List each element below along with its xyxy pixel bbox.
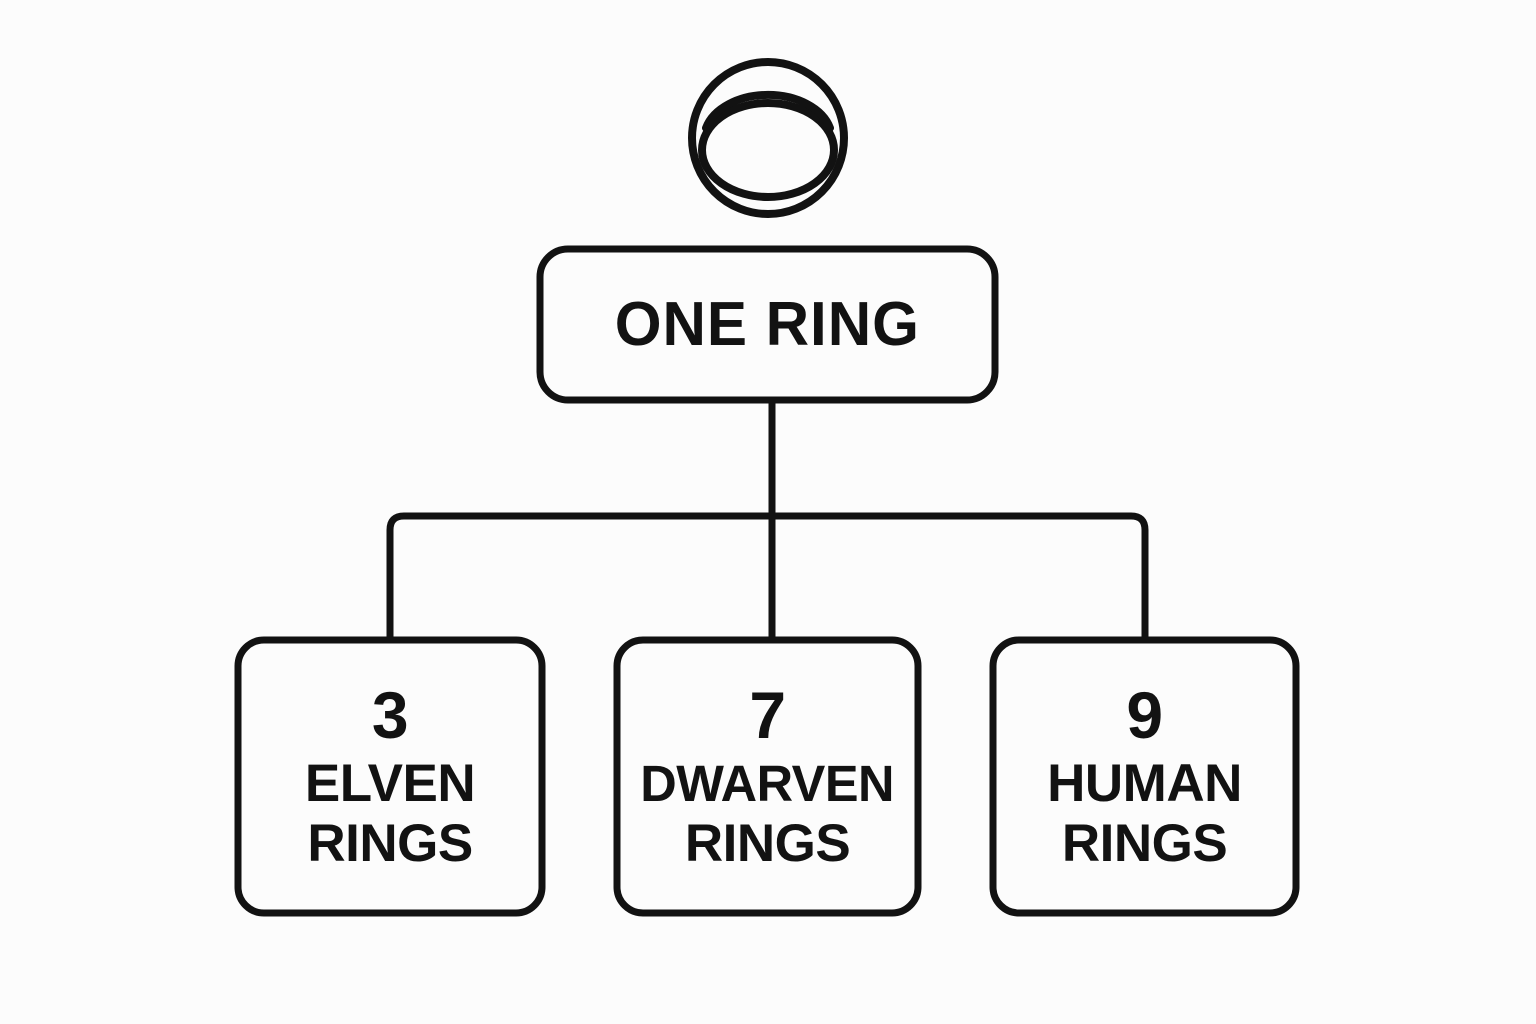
leaf-node-dwarven[interactable]: 7 DWARVEN RINGS	[617, 640, 918, 913]
leaf-count-elven: 3	[371, 677, 409, 752]
leaf-node-elven[interactable]: 3 ELVEN RINGS	[238, 640, 542, 913]
leaf-node-box-dwarven[interactable]	[613, 636, 922, 917]
root-node-box[interactable]	[536, 245, 999, 404]
ring-icon	[688, 58, 848, 218]
leaf-label-human-line2: RINGS	[1061, 813, 1228, 873]
leaf-label-dwarven-line1: DWARVEN	[640, 754, 895, 812]
leaf-label-elven-line2: RINGS	[307, 813, 473, 873]
leaf-label-dwarven-line2: RINGS	[684, 813, 851, 873]
leaf-node-box-elven[interactable]	[234, 636, 546, 917]
leaf-count-dwarven: 7	[749, 677, 786, 752]
root-node-title: ONE RING	[614, 289, 921, 359]
connector-bus	[386, 512, 1149, 640]
leaf-node-human[interactable]: 9 HUMAN RINGS	[993, 640, 1296, 913]
leaf-count-human: 9	[1126, 677, 1163, 752]
leaf-node-box-human[interactable]	[989, 636, 1300, 917]
leaf-label-human-line1: HUMAN	[1047, 753, 1242, 813]
leaf-label-elven-line1: ELVEN	[304, 753, 476, 813]
root-node[interactable]: ONE RING	[540, 249, 995, 400]
